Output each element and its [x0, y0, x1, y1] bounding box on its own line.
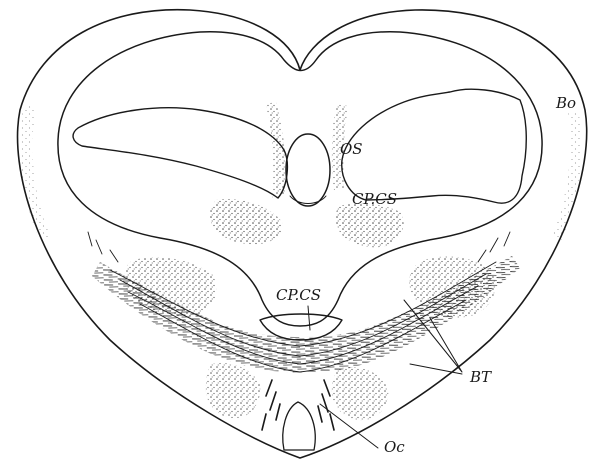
central-oval-cavity	[286, 134, 330, 206]
os-stipple-left-strip	[266, 102, 286, 200]
outer-margin-stipple-right	[552, 110, 581, 240]
label-cp-cs-upper: CP.CS	[352, 190, 397, 208]
floor-stipple-right	[332, 367, 388, 420]
cp-cs-stipple-left	[210, 199, 282, 244]
label-bo: Bo	[555, 94, 576, 112]
oculomotor-fibers	[262, 380, 334, 430]
outer-margin-stipple-left	[20, 105, 50, 240]
label-os: OS	[340, 140, 363, 158]
label-oc: Oc	[384, 438, 405, 456]
floor-stipple-left	[206, 363, 260, 418]
outer-section-outline	[18, 10, 587, 458]
leader-line-cp-cs-center	[308, 306, 310, 330]
floor-canal	[283, 402, 315, 450]
left-ventricle	[73, 108, 287, 198]
label-cp-cs-center: CP.CS	[276, 286, 321, 304]
right-ventricle	[342, 89, 527, 203]
cp-cs-stipple-right	[336, 203, 404, 247]
label-bt: BT	[469, 368, 492, 386]
